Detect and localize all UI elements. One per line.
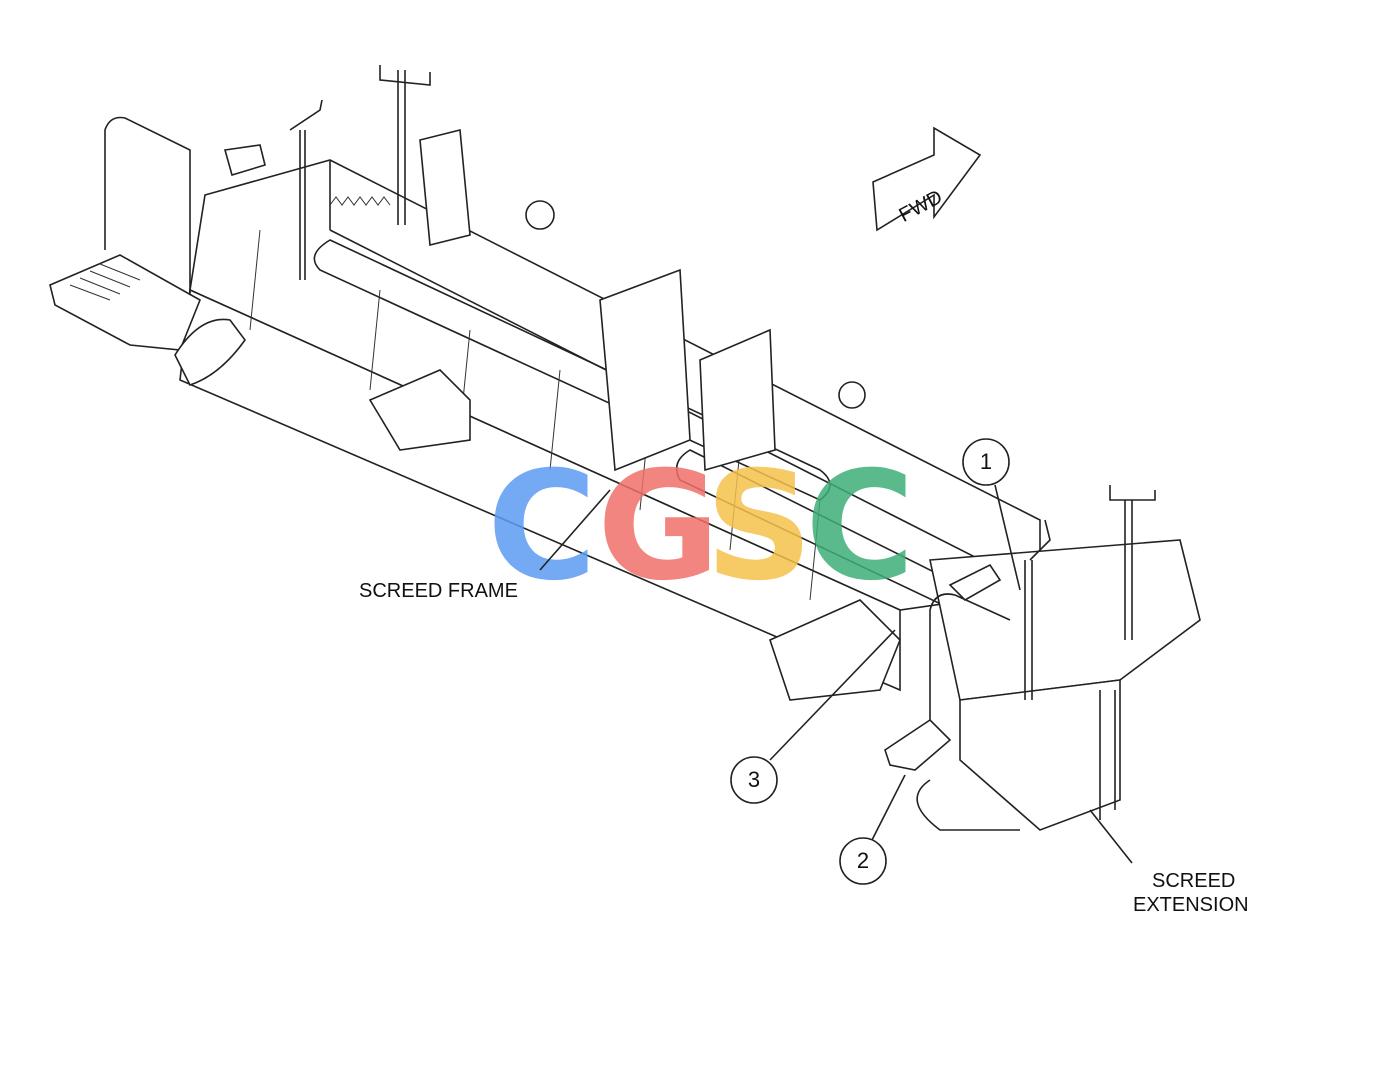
callout-1: 1 [962,438,1010,486]
watermark-letter-4: C [805,440,915,614]
screed-extension-label-line2: EXTENSION [1133,894,1249,916]
callout-3-number: 3 [748,767,760,792]
screed-frame-drawing [49,65,1041,692]
watermark: C G S C [487,440,915,614]
screed-frame-label: SCREED FRAME [359,580,518,602]
watermark-letter-1: C [487,440,597,614]
screed-extension-drawing [769,485,1201,831]
leader-lines [539,484,1133,864]
watermark-letter-2: G [597,440,720,614]
callout-3: 3 [730,756,778,804]
forward-arrow-icon: FWD [872,126,982,232]
callout-1-number: 1 [980,449,992,474]
watermark-letter-3: S [705,440,813,614]
callout-2: 2 [839,837,887,885]
screed-extension-label-line1: SCREED [1152,870,1235,892]
callout-2-number: 2 [857,848,869,873]
